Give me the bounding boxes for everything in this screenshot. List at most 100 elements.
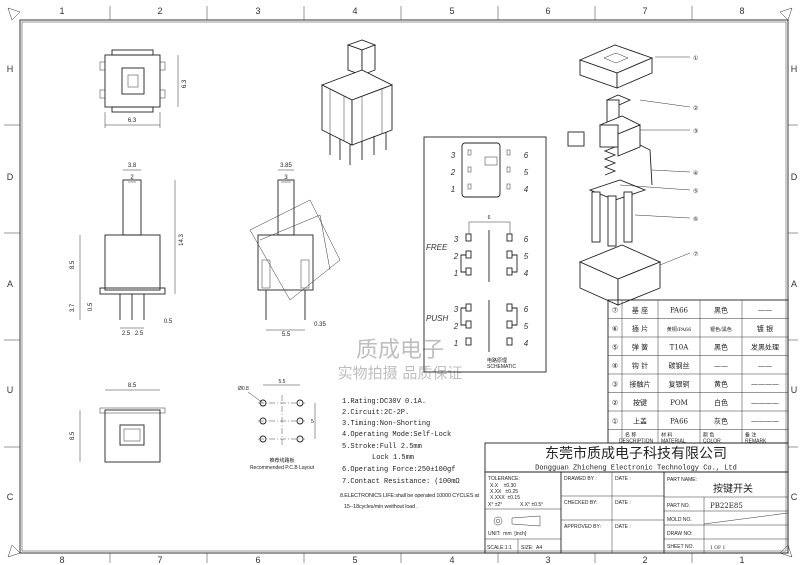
pin-pad <box>465 320 472 329</box>
row-label: H <box>7 64 14 74</box>
column-label: 6 <box>255 555 260 565</box>
pin-pad <box>467 183 472 190</box>
bom-item-color: 白色 <box>714 398 728 407</box>
dimension-label: 3.85 <box>280 163 292 169</box>
column-label: 8 <box>739 6 744 16</box>
bom-item-color: 黑色 <box>714 306 728 315</box>
dimension-label: 5.5 <box>279 379 286 385</box>
bom-item-material: PA66 <box>670 418 689 426</box>
row-label: D <box>7 172 14 182</box>
bom-item-name: 上盖 <box>633 417 647 426</box>
spec-item: 1.Rating:DC30V 0.1A. <box>342 398 426 406</box>
angle-tolerance: X° ±2° <box>488 502 502 508</box>
pin-label: 2 <box>453 322 459 331</box>
bom-item-name: 基 座 <box>632 306 648 315</box>
pin-label: 4 <box>524 269 529 278</box>
bom-item-no: ⑦ <box>612 307 618 315</box>
bom-item-material: 碳钢丝 <box>669 361 690 370</box>
pin-label: 1 <box>451 185 455 194</box>
bom-header: DESCRIPTION <box>619 439 654 445</box>
bottom-view: 8.5 8.5 <box>70 383 166 463</box>
bom-item-color: —— <box>714 362 728 370</box>
watermark-logo: 质成电子 实物拍摄 品质保证 <box>249 199 462 382</box>
pin-label: 5 <box>524 252 529 261</box>
bom-header-cn: 备 注 <box>745 432 756 439</box>
pin-pad <box>465 267 472 276</box>
row-label: A <box>791 279 797 289</box>
row-label: C <box>7 492 14 502</box>
contact-link <box>512 254 518 273</box>
company-name-cn: 东莞市质成电子科技有限公司 <box>545 445 727 462</box>
row-label: A <box>7 279 13 289</box>
column-label: 4 <box>449 555 454 565</box>
tolerance-value: X.XXX ±0.15 <box>490 495 520 501</box>
bom-item-name: 钩 针 <box>632 361 648 370</box>
bom-item-name: 插 片 <box>632 324 648 333</box>
date-label: DATE : <box>615 500 631 506</box>
bom-header: REMARK <box>745 439 767 445</box>
bom-item-name: 弹 簧 <box>632 343 648 352</box>
bom-item-no: ⑤ <box>612 344 618 352</box>
dimension-label: 6.3 <box>128 118 137 124</box>
pin-label: 3 <box>451 151 456 160</box>
top-view: 6.3 6.3 <box>99 49 188 128</box>
dimension-label: 0.5 <box>88 302 94 311</box>
drawing-border <box>19 19 789 554</box>
drawing-inner-border <box>21 21 787 552</box>
column-label: 5 <box>449 6 454 16</box>
pcb-caption: Recommended P.C.B Layout <box>250 465 315 471</box>
dimension-label: 3.7 <box>70 303 76 312</box>
callout-3: ③ <box>693 128 698 135</box>
dimension-label: 8.5 <box>128 383 137 389</box>
free-state-label: FREE <box>426 243 448 252</box>
title-block: 东莞市质成电子科技有限公司 Dongguan Zhicheng Electron… <box>484 442 789 554</box>
dimension-label: 5 <box>311 419 314 425</box>
dimension-label: 2 <box>130 175 134 181</box>
column-label: 1 <box>59 6 64 16</box>
approved-by-label: APPROVED BY: <box>564 524 601 530</box>
bom-item-no: ② <box>612 399 618 407</box>
dimension-label: 0.5 <box>164 319 173 325</box>
column-label: 3 <box>255 6 260 16</box>
watermark-company: 质成电子 <box>356 338 444 363</box>
row-label: H <box>791 64 798 74</box>
sheet-no-value: 1 OF 1 <box>710 545 726 551</box>
pin-pad <box>506 233 513 242</box>
spec-item: Lock 1.5mm <box>372 454 414 462</box>
column-label: 8 <box>59 555 64 565</box>
size-label: SIZE: A4 <box>521 545 542 551</box>
tolerance-value: X.X ±0.30 <box>490 483 516 489</box>
column-label: 4 <box>352 6 357 16</box>
bom-header: MATERIAL <box>661 439 686 445</box>
pin-pad <box>506 166 511 173</box>
bom-item-name: 按键 <box>633 398 647 407</box>
exploded-view: ① ② ③ ④ ⑤ ⑥ ⑦ <box>567 44 698 306</box>
pcb-caption-cn: 推荐线路板 <box>269 457 294 464</box>
bom-item-name: 接触片 <box>630 380 651 389</box>
dimension-label: 3.8 <box>128 163 137 169</box>
spec-item: 8.ELECTRONICS LIFE:shall be operated 100… <box>340 493 480 499</box>
pin-label: 5 <box>524 322 529 331</box>
bom-item-color: 黑色 <box>714 343 728 352</box>
part-no-label: PART NO. <box>667 503 690 509</box>
pin-label: 6 <box>524 235 529 244</box>
spec-item: 15--18cycles/min weithout load . <box>344 504 418 510</box>
draw-no-label: DRAW NO: <box>667 531 692 537</box>
pcb-layout: 5.5 Ø0.8 5 推荐线路板 Recommended P.C.B Layou… <box>238 379 316 471</box>
tolerance-label: TOLERANCE: <box>488 476 520 482</box>
front-view: 3.8 2 14.3 8.5 3.7 0.5 2.5 2.5 0.5 <box>70 163 185 337</box>
row-label: D <box>791 172 798 182</box>
bom-header-cn: 名 称 <box>625 432 636 439</box>
callout-7: ⑦ <box>693 251 698 258</box>
spec-item: 2.Circuit:2C-2P. <box>342 409 409 417</box>
column-label: 1 <box>739 555 744 565</box>
spec-item: 6.Operating Force:250±100gf <box>342 466 455 474</box>
scale-label: SCALE:1:1 <box>487 545 512 551</box>
callout-1: ① <box>693 55 698 62</box>
column-label: 5 <box>352 555 357 565</box>
